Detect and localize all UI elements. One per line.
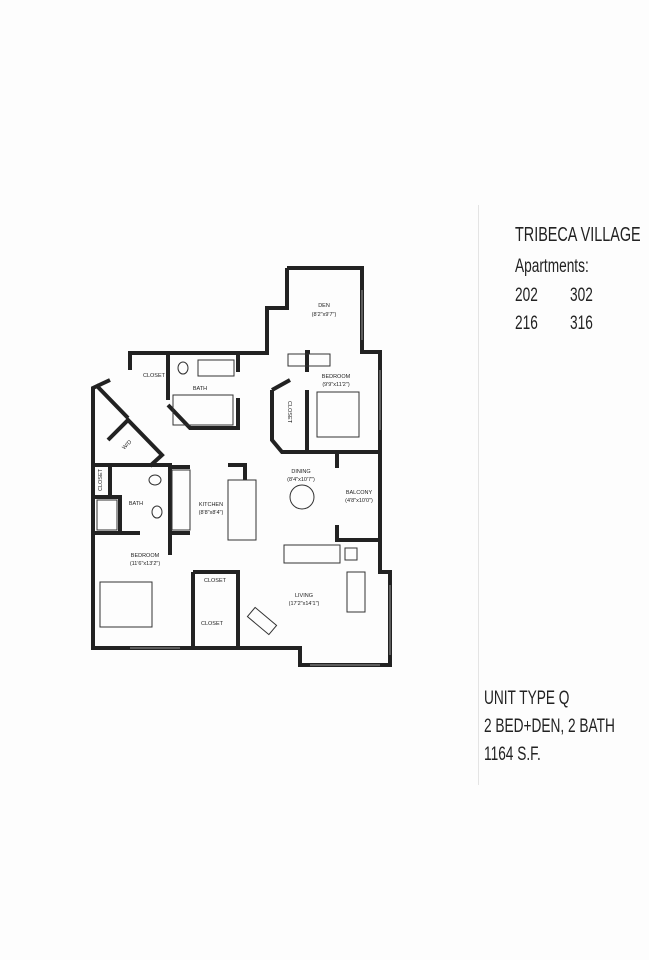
balcony-label: BALCONY — [346, 490, 373, 496]
unit-layout: 2 BED+DEN, 2 BATH — [484, 716, 615, 737]
kitchen-counter — [171, 469, 191, 531]
living-size: (17'2"x14'1") — [289, 601, 320, 607]
property-name: TRIBECA VILLAGE — [515, 224, 641, 246]
exterior-wall — [91, 266, 392, 667]
closet-label: CLOSET — [143, 373, 166, 379]
apartment-number: 316 — [570, 313, 593, 334]
wall — [335, 525, 380, 542]
wall — [228, 463, 247, 480]
bed — [316, 391, 360, 438]
tv-stand — [246, 606, 278, 636]
wall — [106, 417, 165, 468]
bedroom-size: (9'9"x11'2") — [322, 382, 349, 388]
unit-area: 1164 S.F. — [484, 744, 541, 765]
apartment-number: 202 — [515, 285, 538, 306]
bath-label: BATH — [193, 386, 207, 392]
toilet — [177, 361, 189, 375]
shower — [96, 499, 118, 531]
unit-type: UNIT TYPE Q — [484, 688, 570, 709]
dining-label: DINING — [291, 469, 310, 475]
den-size: (8'2"x9'7") — [312, 312, 337, 318]
wall — [193, 570, 240, 648]
apartment-number: 302 — [570, 285, 593, 306]
kitchen-label: KITCHEN — [199, 502, 223, 508]
loveseat — [346, 571, 366, 613]
wall — [94, 383, 130, 420]
sink-counter — [197, 359, 235, 377]
exterior-wall — [128, 268, 289, 370]
toilet — [148, 474, 162, 486]
living-label: LIVING — [295, 593, 313, 599]
bedroom-label: BEDROOM — [322, 374, 351, 380]
wall — [271, 378, 291, 392]
divider-line — [478, 205, 479, 785]
dining-table — [289, 484, 315, 510]
bedroom-size: (11'6"x13'2") — [130, 561, 161, 567]
bath-label: BATH — [129, 501, 143, 507]
apartment-number: 216 — [515, 313, 538, 334]
dining-size: (8'4"x10'7") — [287, 477, 315, 483]
balcony-size: (4'8"x10'0") — [345, 498, 373, 504]
side-table — [344, 547, 358, 561]
dresser — [287, 353, 331, 367]
bedroom-label: BEDROOM — [131, 553, 160, 559]
wall — [166, 398, 240, 430]
wall — [305, 390, 380, 454]
apartments-label: Apartments: — [515, 256, 589, 277]
wall — [270, 390, 307, 454]
closet-label: CLOSET — [204, 578, 227, 584]
wd-label: W/D — [121, 439, 133, 451]
closet-label: CLOSET — [201, 621, 224, 627]
bathtub — [172, 394, 234, 426]
wall — [93, 463, 190, 535]
kitchen-island — [227, 479, 257, 541]
closet-label: CLOSET — [98, 468, 104, 491]
sink — [151, 505, 163, 519]
wall — [305, 350, 310, 372]
sofa — [283, 544, 341, 564]
kitchen-size: (8'8"x8'4") — [199, 510, 224, 516]
closet-label: CLOSET — [286, 401, 292, 424]
bed — [99, 581, 153, 628]
den-label: DEN — [318, 303, 330, 309]
